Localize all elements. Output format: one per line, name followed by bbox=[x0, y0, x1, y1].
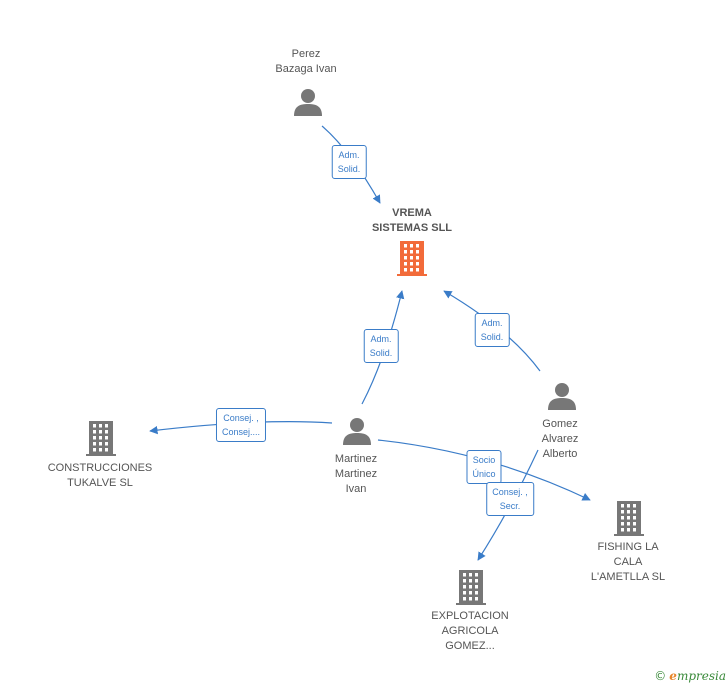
person-icon[interactable] bbox=[294, 89, 322, 116]
node-label-explotacion: EXPLOTACION AGRICOLA GOMEZ... bbox=[431, 610, 509, 652]
node-label-vrema: VREMA SISTEMAS SLL bbox=[371, 207, 453, 234]
company-icon[interactable] bbox=[86, 421, 116, 456]
edge-label-gomez-vrema[interactable]: Adm. Solid. bbox=[474, 313, 510, 347]
company-icon[interactable] bbox=[456, 570, 486, 605]
main-company-icon[interactable] bbox=[397, 241, 427, 276]
node-label-construcciones: CONSTRUCCIONES TUKALVE SL bbox=[47, 462, 153, 489]
company-icon[interactable] bbox=[614, 501, 644, 536]
node-label-gomez: Gomez Alvarez Alberto bbox=[541, 418, 579, 460]
edge-label-perez-vrema[interactable]: Adm. Solid. bbox=[331, 145, 367, 179]
node-label-perez: Perez Bazaga Ivan bbox=[275, 48, 337, 75]
node-label-martinez: Martinez Martinez Ivan bbox=[334, 453, 378, 495]
person-icon[interactable] bbox=[548, 383, 576, 410]
node-label-fishing: FISHING LA CALA L'AMETLLA SL bbox=[590, 541, 666, 583]
brand-initial: e bbox=[669, 669, 677, 683]
empresia-logo[interactable]: ©empresia bbox=[654, 669, 726, 683]
copyright-icon: © bbox=[654, 669, 667, 683]
brand-name: mpresia bbox=[676, 669, 726, 683]
edge-label-martinez-fishing[interactable]: Socio Único bbox=[466, 450, 502, 484]
edge-label-martinez-construcciones[interactable]: Consej. , Consej.... bbox=[215, 408, 267, 442]
edge-label-martinez-vrema[interactable]: Adm. Solid. bbox=[363, 329, 399, 363]
edge-label-gomez-explotacion[interactable]: Consej. , Secr. bbox=[486, 482, 534, 516]
person-icon[interactable] bbox=[343, 418, 371, 445]
